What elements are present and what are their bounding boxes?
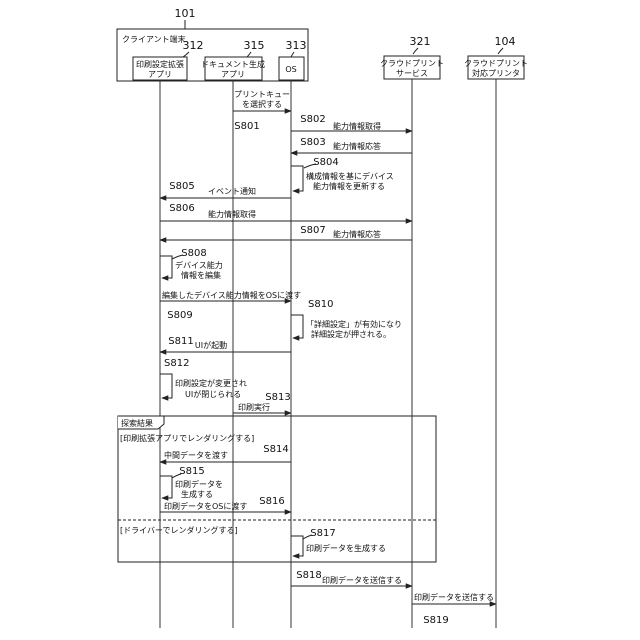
- svg-text:能力情報取得: 能力情報取得: [208, 209, 256, 219]
- os-ref: 313: [286, 39, 307, 52]
- message-s809: 編集したデバイス能力情報をOSに渡す S809: [160, 290, 301, 321]
- svg-text:印刷データをOSに渡す: 印刷データをOSに渡す: [164, 501, 247, 511]
- svg-text:UIが起動: UIが起動: [195, 340, 227, 350]
- fragment-guard-2: [ドライバーでレンダリングする]: [120, 525, 238, 535]
- app-print-ext-ref: 312: [183, 39, 204, 52]
- client-ref: 101: [175, 7, 196, 20]
- svg-text:S811: S811: [168, 336, 193, 347]
- svg-text:を選択する: を選択する: [242, 99, 282, 109]
- app-doc-ref: 315: [244, 39, 265, 52]
- svg-text:詳細設定が押される。: 詳細設定が押される。: [311, 329, 391, 339]
- svg-text:能力情報応答: 能力情報応答: [333, 141, 381, 151]
- svg-text:プリントキュー: プリントキュー: [234, 90, 290, 99]
- message-s818: S818 印刷データを送信する: [291, 570, 412, 586]
- svg-text:S815: S815: [179, 466, 204, 477]
- message-s805: S805 イベント通知: [160, 181, 291, 198]
- cloud-printer-ref: 104: [495, 35, 516, 48]
- svg-text:S806: S806: [169, 203, 194, 214]
- participant-print-ext-app: 印刷設定拡張 アプリ: [133, 57, 187, 80]
- svg-text:構成情報を基にデバイス: 構成情報を基にデバイス: [306, 171, 394, 181]
- svg-text:S809: S809: [167, 310, 192, 321]
- svg-text:能力情報応答: 能力情報応答: [333, 229, 381, 239]
- svg-text:クラウドプリント: クラウドプリント: [464, 59, 528, 68]
- svg-text:能力情報取得: 能力情報取得: [333, 121, 381, 131]
- participant-doc-app: ドキュメント生成 アプリ: [201, 57, 265, 80]
- message-s810: S810 「詳細設定」が有効になり 詳細設定が押される。: [291, 299, 402, 339]
- message-s811: S811 UIが起動: [160, 336, 291, 352]
- svg-text:印刷データを生成する: 印刷データを生成する: [306, 543, 386, 553]
- svg-text:能力情報を更新する: 能力情報を更新する: [313, 181, 385, 191]
- svg-text:S810: S810: [308, 299, 333, 310]
- svg-text:UIが閉じられる: UIが閉じられる: [185, 389, 241, 399]
- svg-text:S813: S813: [265, 392, 290, 403]
- svg-text:ドキュメント生成: ドキュメント生成: [201, 59, 265, 69]
- svg-text:印刷設定が変更され: 印刷設定が変更され: [175, 378, 247, 388]
- message-s814: S814 中間データを渡す: [160, 444, 291, 462]
- client-title: クライアント端末: [122, 34, 186, 44]
- svg-text:対応プリンタ: 対応プリンタ: [472, 68, 520, 78]
- svg-text:S818: S818: [296, 570, 321, 581]
- message-s804: S804 構成情報を基にデバイス 能力情報を更新する: [291, 157, 394, 191]
- alt-fragment: 探索結果 [印刷拡張アプリでレンダリングする] [ドライバーでレンダリングする]: [118, 416, 436, 562]
- participant-cloud-printer: クラウドプリント 対応プリンタ: [464, 56, 528, 79]
- svg-text:生成する: 生成する: [181, 489, 213, 499]
- svg-text:S817: S817: [310, 528, 335, 539]
- svg-text:S819: S819: [423, 615, 448, 626]
- message-s816: S816 印刷データをOSに渡す: [160, 496, 291, 512]
- message-s819: 印刷データを送信する S819: [412, 592, 496, 626]
- participant-cloud-print-service: クラウドプリント サービス: [380, 56, 444, 79]
- message-s815: S815 印刷データを 生成する: [160, 466, 223, 499]
- message-s806: S806 能力情報取得: [160, 203, 412, 221]
- svg-text:編集したデバイス能力情報をOSに渡す: 編集したデバイス能力情報をOSに渡す: [162, 290, 301, 300]
- svg-text:S812: S812: [164, 358, 189, 369]
- svg-text:S805: S805: [169, 181, 194, 192]
- svg-text:S816: S816: [259, 496, 284, 507]
- svg-text:S802: S802: [300, 114, 325, 125]
- fragment-guard-1: [印刷拡張アプリでレンダリングする]: [120, 433, 254, 443]
- participant-os: OS: [279, 57, 304, 80]
- svg-text:S804: S804: [313, 157, 338, 168]
- svg-text:印刷データを送信する: 印刷データを送信する: [414, 592, 494, 602]
- svg-text:中間データを渡す: 中間データを渡す: [164, 450, 228, 460]
- svg-text:デバイス能力: デバイス能力: [175, 260, 223, 270]
- svg-text:クラウドプリント: クラウドプリント: [380, 59, 444, 68]
- svg-text:印刷実行: 印刷実行: [238, 402, 270, 412]
- svg-text:アプリ: アプリ: [148, 70, 172, 79]
- svg-text:サービス: サービス: [396, 69, 428, 78]
- svg-text:印刷データを送信する: 印刷データを送信する: [322, 575, 402, 585]
- message-s817: S817 印刷データを生成する: [291, 528, 386, 556]
- svg-text:S808: S808: [181, 248, 206, 259]
- svg-text:印刷データを: 印刷データを: [175, 479, 223, 489]
- message-s802: S802 能力情報取得: [291, 114, 412, 131]
- cloud-service-ref: 321: [410, 35, 431, 48]
- svg-text:「詳細設定」が有効になり: 「詳細設定」が有効になり: [306, 319, 402, 329]
- svg-text:S807: S807: [300, 225, 325, 236]
- message-s807: S807 能力情報応答: [160, 225, 412, 240]
- fragment-tag: 探索結果: [121, 418, 153, 428]
- svg-text:イベント通知: イベント通知: [208, 186, 256, 196]
- svg-text:情報を編集: 情報を編集: [181, 270, 221, 280]
- message-s803: S803 能力情報応答: [291, 137, 412, 153]
- message-s808: S808 デバイス能力 情報を編集: [160, 248, 223, 280]
- message-s801: プリントキュー を選択する S801: [233, 90, 291, 132]
- svg-text:S803: S803: [300, 137, 325, 148]
- svg-text:アプリ: アプリ: [221, 70, 245, 79]
- svg-text:S801: S801: [234, 121, 259, 132]
- message-s812: S812 印刷設定が変更され UIが閉じられる: [160, 358, 247, 399]
- svg-text:S814: S814: [263, 444, 288, 455]
- svg-text:OS: OS: [285, 65, 296, 74]
- svg-text:印刷設定拡張: 印刷設定拡張: [136, 59, 184, 69]
- message-s813: S813 印刷実行: [233, 392, 291, 413]
